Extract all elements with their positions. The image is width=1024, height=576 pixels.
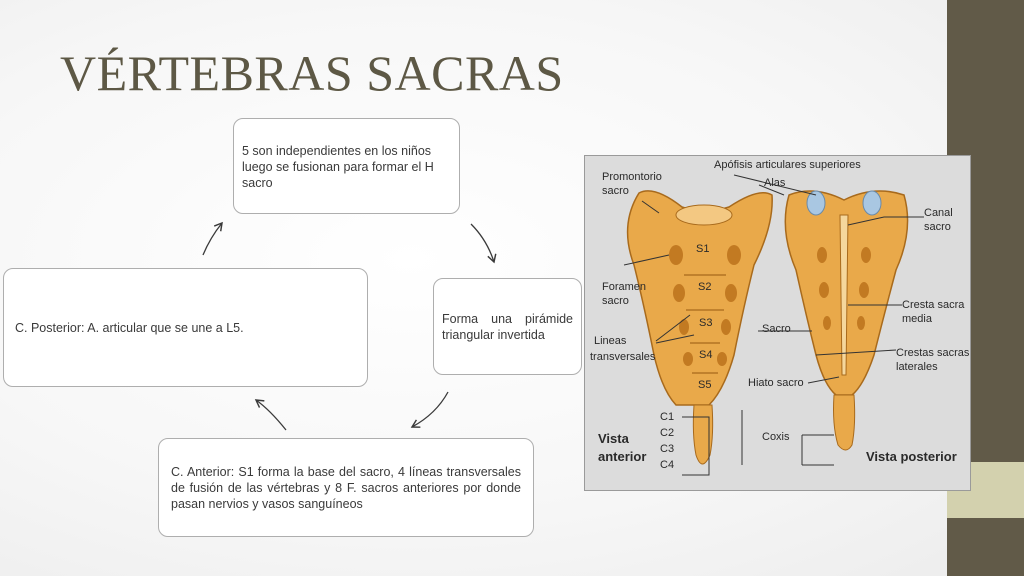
label-sacro-mid: Sacro (762, 323, 791, 335)
cycle-text-bottom: C. Anterior: S1 forma la base del sacro,… (171, 464, 521, 511)
label-vista-anterior-2: anterior (598, 449, 647, 464)
label-s3: S3 (699, 317, 713, 329)
cycle-text-right: Forma una pirámide triangular invertida (442, 311, 573, 342)
label-canal: Canal (924, 207, 953, 219)
arrow-right-to-bottom (410, 391, 449, 428)
cycle-box-top: 5 son independientes en los niños luego … (233, 118, 460, 214)
label-promontorio-sacro: sacro (602, 185, 629, 197)
label-c2: C2 (660, 427, 675, 439)
cycle-box-left: C. Posterior: A. articular que se une a … (3, 268, 368, 387)
cycle-box-bottom: C. Anterior: S1 forma la base del sacro,… (158, 438, 534, 537)
label-cresta-media-1: Cresta sacra (902, 299, 965, 311)
label-vista-anterior-1: Vista (598, 431, 629, 446)
label-foramen: Foramen (602, 281, 647, 293)
label-apofisis: Apófisis articulares superiores (714, 159, 861, 171)
label-s5: S5 (698, 379, 712, 391)
posterior-sacrum-drawing (784, 190, 909, 451)
label-lineas: Lineas (594, 335, 627, 347)
label-foramen-sacro: sacro (602, 295, 629, 307)
sacrum-illustration (583, 154, 972, 492)
label-crestas-lat-1: Crestas sacras (896, 347, 970, 359)
cycle-text-left: C. Posterior: A. articular que se une a … (15, 320, 244, 335)
label-c3: C3 (660, 443, 675, 455)
label-c1: C1 (660, 411, 675, 423)
cycle-box-right: Forma una pirámide triangular invertida (433, 278, 582, 375)
label-alas: Alas (764, 177, 786, 189)
label-hiato: Hiato sacro (748, 377, 804, 389)
label-coxis: Coxis (762, 431, 790, 443)
sacrum-anatomy-figure: Promontorio sacro Apófisis articulares s… (583, 154, 972, 492)
label-s4: S4 (699, 349, 713, 361)
label-cresta-media-2: media (902, 313, 932, 325)
label-crestas-lat-2: laterales (896, 361, 938, 373)
label-canal-sacro: sacro (924, 221, 951, 233)
cycle-text-top: 5 son independientes en los niños luego … (242, 144, 434, 190)
leader-lines (623, 174, 924, 476)
slide-title: VÉRTEBRAS SACRAS (60, 45, 564, 101)
arrow-bottom-to-left (254, 399, 287, 431)
arrow-left-to-top (202, 221, 223, 256)
arrow-top-to-right (470, 223, 497, 264)
label-promontorio: Promontorio (602, 171, 662, 183)
anterior-sacrum-drawing (626, 190, 773, 465)
label-s1: S1 (696, 243, 710, 255)
label-transversales: transversales (590, 351, 656, 363)
label-s2: S2 (698, 281, 712, 293)
label-vista-posterior: Vista posterior (866, 449, 957, 464)
label-c4: C4 (660, 459, 675, 471)
